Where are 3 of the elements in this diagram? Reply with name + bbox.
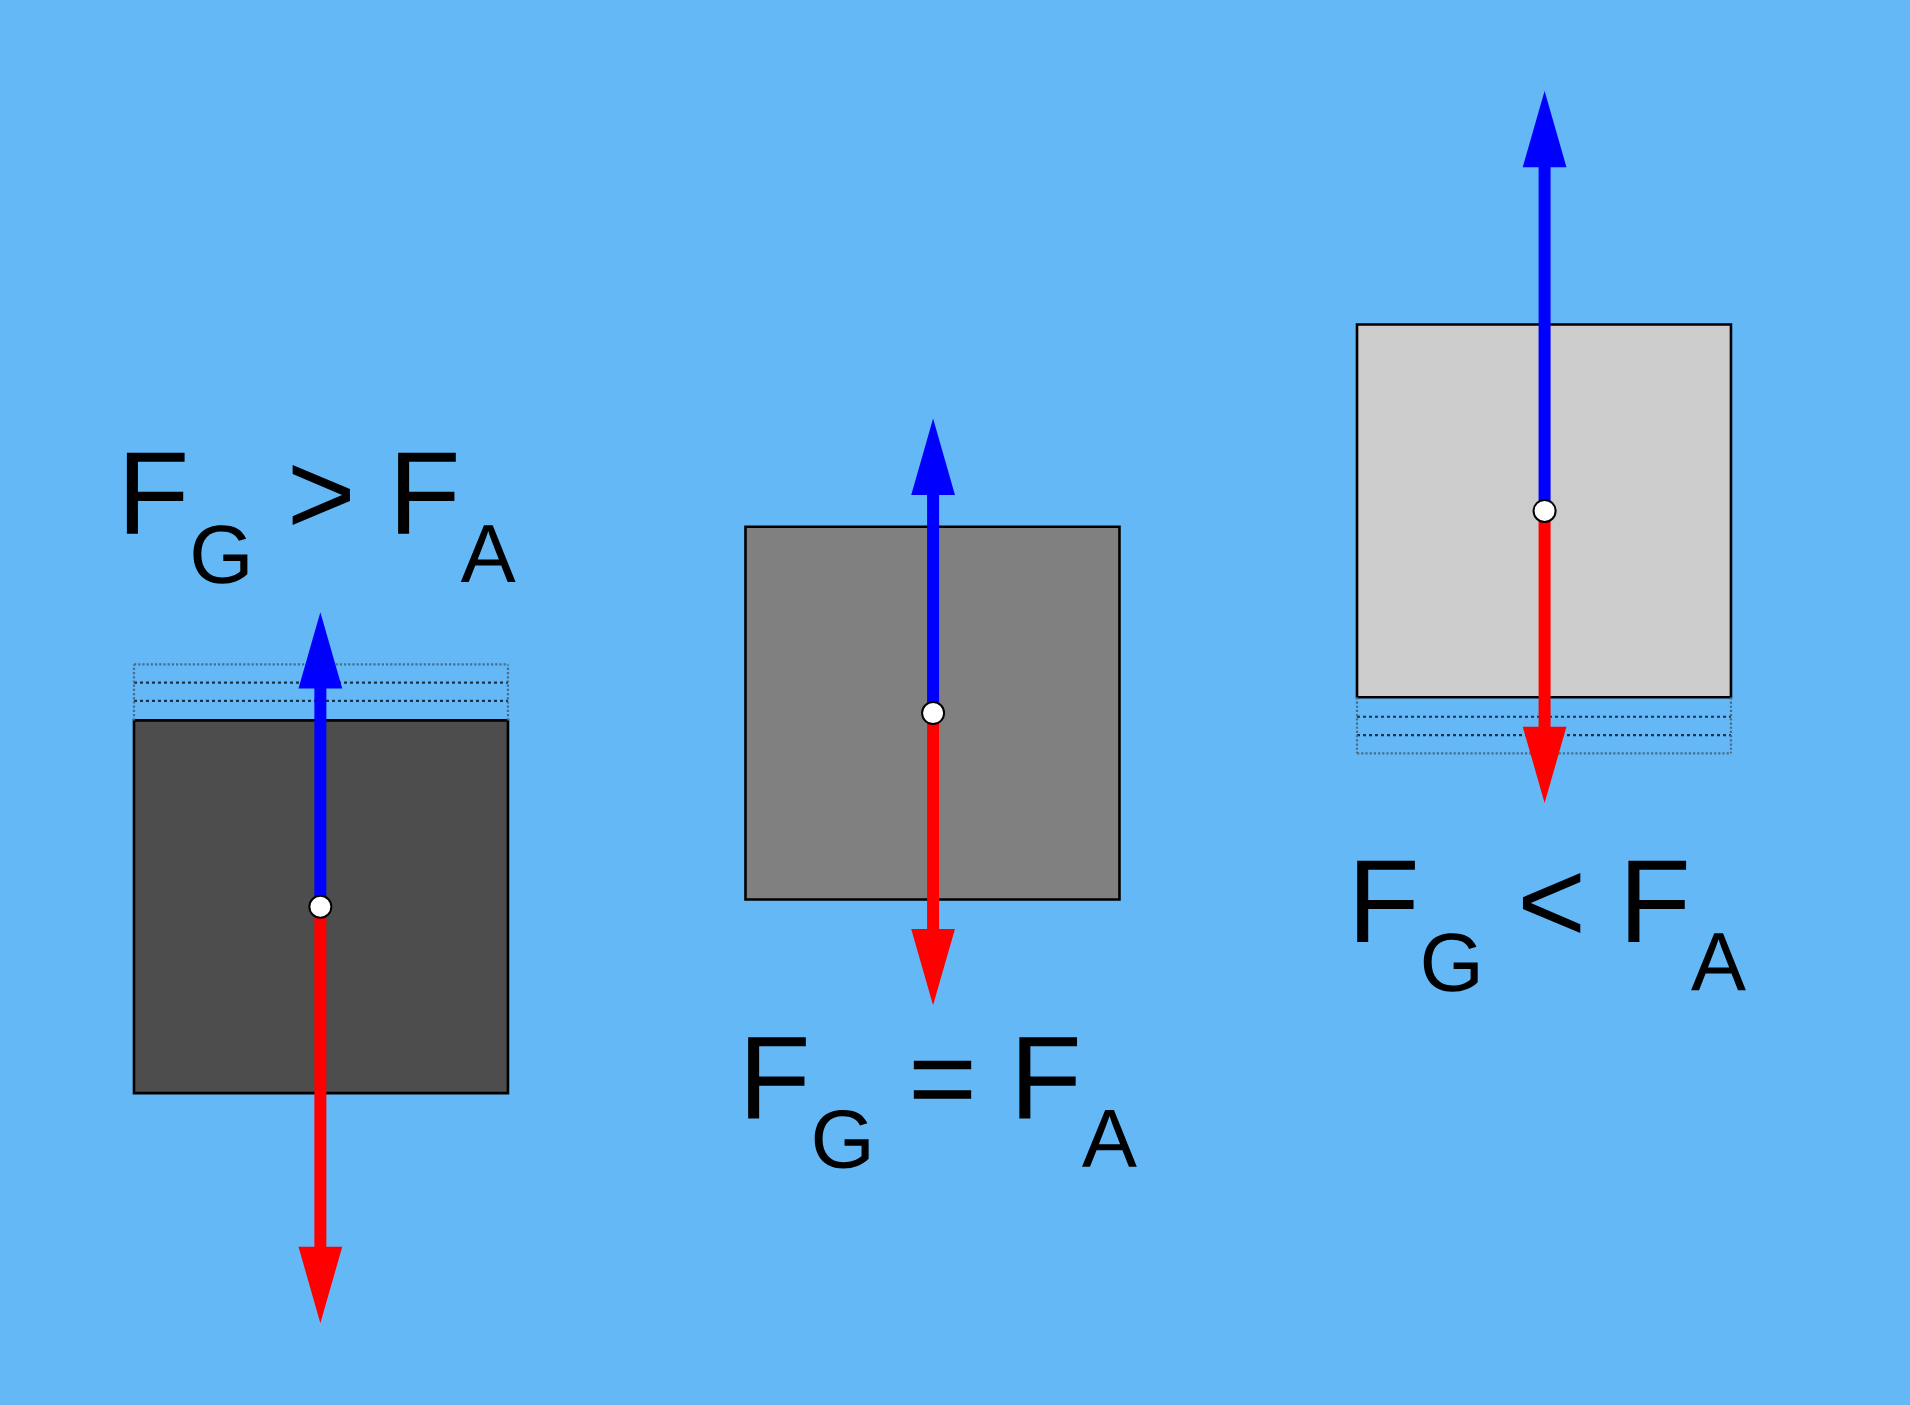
force-relation: F$_{G}$ < F$_{A}$	[1357, 860, 1746, 992]
force-relation: F$_{G}$ = F$_{A}$	[748, 1037, 1137, 1169]
force-relation: F$_{G}$ > F$_{A}$	[126, 452, 516, 584]
